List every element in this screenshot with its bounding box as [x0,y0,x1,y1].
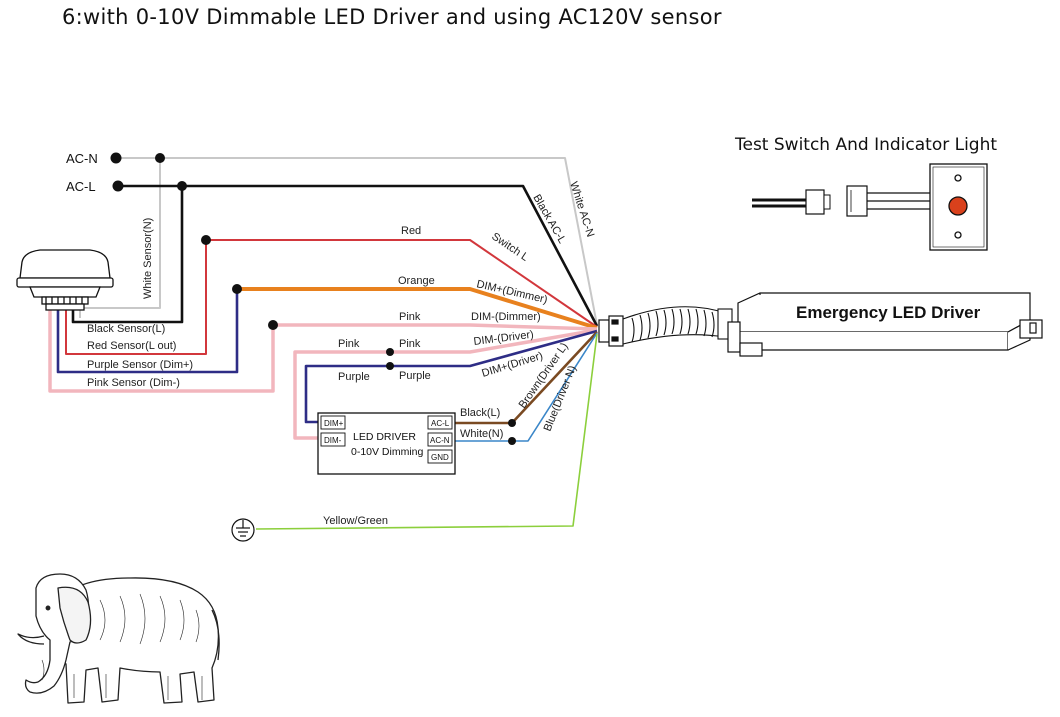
junction-black [177,181,187,191]
red-wire-label: Red [401,225,421,237]
red-sensor-wire [65,239,598,355]
wires [48,157,599,530]
junction-pink [268,320,278,330]
ac-l-label: AC-L [66,179,96,194]
purple-sensor-wire [56,289,239,374]
white-acn-label: White AC-N [567,180,596,238]
pink-sensor-wire [48,310,598,393]
white-wire-ac-n [116,157,598,326]
blue-wire [455,332,598,442]
switch-l-label: Switch L [489,231,530,264]
page-title: 6:with 0-10V Dimmable LED Driver and usi… [62,5,722,29]
terminal-ac-n [110,152,122,164]
led-driver-subtitle: 0-10V Dimming [351,446,424,458]
pink-driver-wire [293,328,598,440]
elephant-logo [17,573,220,704]
black-l-label: Black(L) [460,407,500,419]
pink-wire-label-top: Pink [399,311,421,323]
test-switch-plate-icon [929,163,988,251]
purple-wire-label-left: Purple [338,371,370,383]
sensor-icon [16,249,114,311]
indicator-light [948,196,968,216]
pink-wire-label-right: Pink [399,338,421,350]
terminal-ac-l [112,180,124,192]
junction-dots [110,152,516,445]
white-n-label: White(N) [460,428,503,440]
yellow-green-label: Yellow/Green [323,515,388,527]
test-switch-title: Test Switch And Indicator Light [734,135,997,155]
junction-blue [508,437,516,445]
pink-wire-label-left: Pink [338,338,360,350]
terminal-dim-minus: DIM- [324,436,342,445]
orange-wire-label: Orange [398,275,435,287]
white-sensor-label: White Sensor(N) [142,218,154,299]
purple-wire-label-right: Purple [399,370,431,382]
white-sensor-wire [79,158,161,318]
ground-icon [231,518,255,542]
emergency-driver-box [727,292,1043,357]
pink-sensor-label: Pink Sensor (Dim-) [87,377,180,389]
junction-purple [232,284,242,294]
connector-icon [598,315,624,347]
black-sensor-label: Black Sensor(L) [87,323,165,335]
orange-wire [237,287,598,330]
test-switch-cable [752,185,932,217]
terminal-dim-plus: DIM+ [324,419,344,428]
red-sensor-label: Red Sensor(L out) [87,340,176,352]
terminal-ac-n-driver: AC-N [430,436,450,445]
terminal-ac-l-driver: AC-L [431,419,450,428]
emergency-driver-label: Emergency LED Driver [796,303,981,322]
yellow-green-wire [255,333,598,530]
junction-pink-driver [386,348,394,356]
led-driver: DIM+ DIM- AC-L AC-N GND LED DRIVER 0-10V… [317,412,456,475]
purple-sensor-label: Purple Sensor (Dim+) [87,359,193,371]
dim-minus-dimmer-label: DIM-(Dimmer) [471,311,541,323]
junction-purple-driver [386,362,394,370]
harness-sheath [622,306,733,345]
led-driver-title: LED DRIVER [353,431,416,443]
terminal-gnd: GND [431,453,449,462]
black-sensor-wire [71,186,184,324]
ac-n-label: AC-N [66,151,98,166]
junction-white [155,153,165,163]
black-wire-ac-l [118,184,599,327]
junction-brown [508,419,516,427]
junction-red [201,235,211,245]
purple-driver-wire [304,329,598,424]
